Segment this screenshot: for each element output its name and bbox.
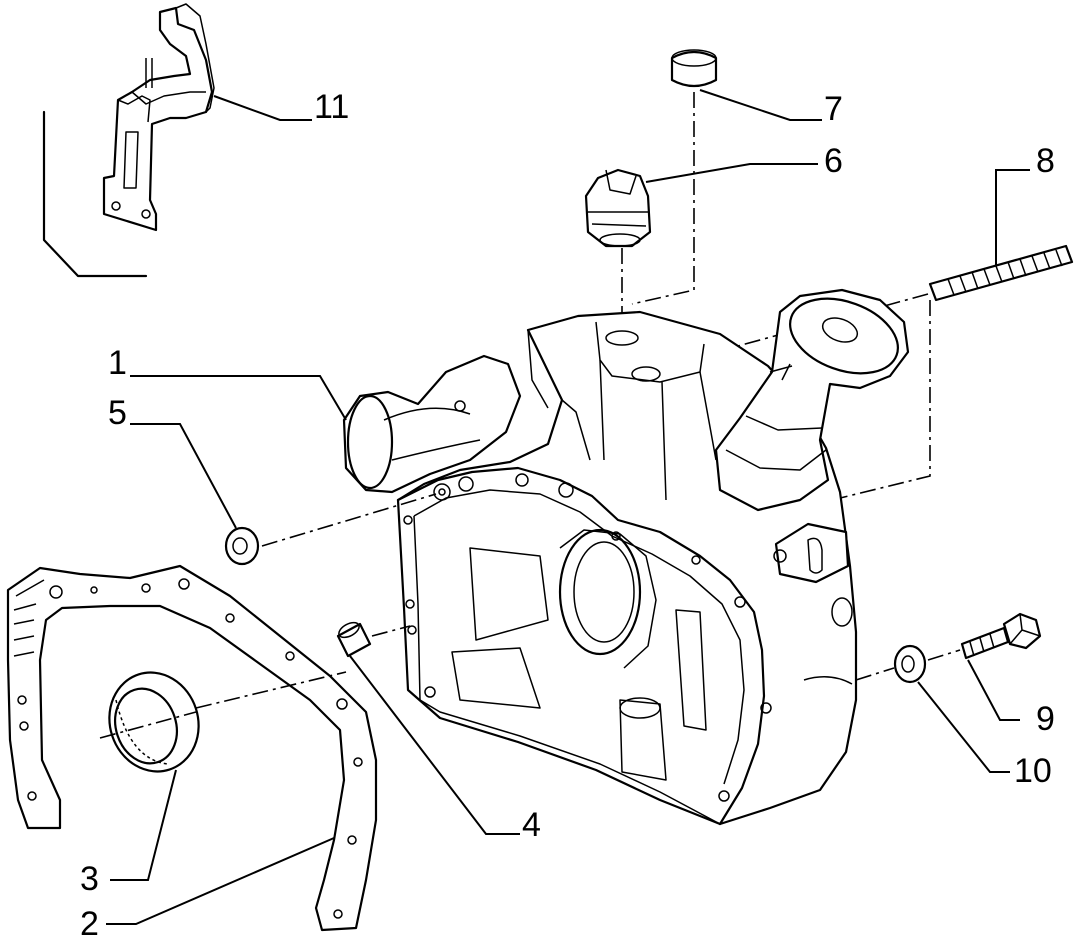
callout-9: 9: [1036, 700, 1055, 738]
bracket-body: [102, 6, 214, 232]
part-8-stud: [737, 169, 1074, 501]
callout-10: 10: [1014, 752, 1052, 790]
part-9-bolt: [927, 612, 1042, 721]
crank-seal-bore: [558, 528, 642, 656]
pump-flange: [346, 394, 394, 490]
part-6-plug: [584, 163, 818, 330]
part-4-dowel: [336, 621, 520, 835]
callout-1: 1: [108, 344, 127, 382]
callout-2: 2: [80, 905, 99, 942]
leader-7: [699, 89, 822, 121]
leader-11: [213, 95, 312, 121]
bracket-slot: [123, 131, 139, 189]
part-7-cap: [631, 49, 822, 305]
leader-6: [645, 163, 818, 183]
part-2-gasket: [6, 564, 378, 932]
callout-6: 6: [824, 142, 843, 180]
inset-frame: [42, 110, 148, 278]
callout-5: 5: [108, 394, 127, 432]
leader-10: [917, 681, 1010, 773]
side-lug: [774, 522, 850, 584]
leader-1: [130, 375, 347, 421]
leader-3: [110, 769, 177, 881]
callout-7: 7: [824, 90, 843, 128]
leader-5: [130, 423, 237, 529]
part-1-cover: [130, 288, 910, 826]
callout-8: 8: [1036, 142, 1055, 180]
axis-2: [195, 671, 347, 709]
part-11-bracket: [42, 3, 312, 278]
axis-4: [371, 625, 411, 637]
part-5-washer: [130, 423, 437, 566]
filler-neck: [714, 288, 910, 512]
leader-4: [349, 655, 520, 835]
axis-9: [927, 649, 961, 661]
part-3-seal: [99, 671, 200, 881]
gasket-face: [396, 466, 766, 826]
pump-inlet: [342, 354, 522, 494]
callout-labels: 1 2 3 4 5 6 7 8 9 10 11: [80, 88, 1055, 942]
flange-bolt-holes: [403, 400, 772, 802]
part-10-washer: [855, 644, 1010, 773]
bracket-pin: [145, 58, 153, 88]
leader-8: [995, 169, 1030, 266]
axis-10: [855, 667, 895, 681]
callout-3: 3: [80, 860, 99, 898]
leader-9: [967, 659, 1020, 721]
leader-2: [106, 837, 335, 925]
axis-5: [261, 493, 437, 547]
axis-7: [631, 92, 695, 305]
callout-11: 11: [314, 88, 349, 126]
gasket-outline: [6, 564, 378, 932]
callout-4: 4: [522, 806, 541, 844]
